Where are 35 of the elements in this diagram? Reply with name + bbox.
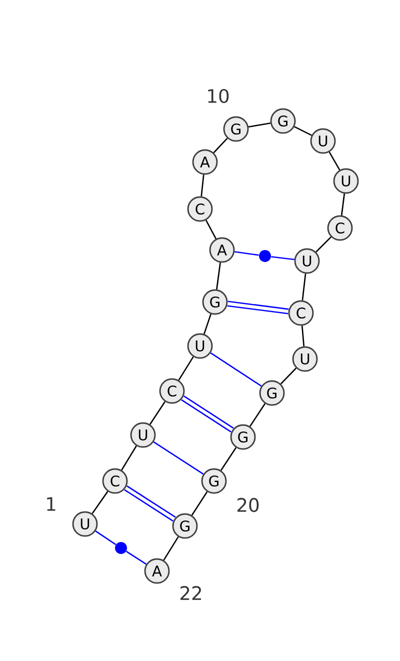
backbone-line	[301, 326, 305, 346]
pair-dot	[115, 542, 127, 554]
backbone-line	[178, 356, 194, 381]
base-pair-line	[234, 251, 259, 256]
backbone-line	[249, 403, 266, 427]
backbone-line	[191, 491, 208, 516]
base-pair-line	[210, 352, 262, 387]
backbone-line	[216, 262, 221, 290]
position-number: 20	[237, 498, 259, 512]
backbone-line	[213, 138, 228, 154]
base-pair-line	[228, 300, 289, 310]
backbone-line	[280, 368, 297, 384]
backbone-line	[92, 491, 108, 514]
backbone-line	[220, 447, 237, 471]
backbone-line	[328, 152, 340, 170]
backbone-line	[316, 236, 332, 252]
base-pair-line	[227, 305, 288, 314]
base-pair-line	[95, 530, 116, 546]
base-pair-line	[153, 441, 204, 475]
position-number: 22	[180, 586, 201, 600]
backbone-line	[200, 174, 204, 196]
backbone-line	[203, 314, 212, 334]
pair-dot	[259, 250, 271, 262]
base-pair-line	[271, 256, 294, 260]
backbone-line	[205, 220, 217, 240]
backbone-line	[163, 536, 179, 561]
backbone-line	[149, 401, 166, 425]
backbone-line	[302, 274, 306, 300]
position-number: 10	[208, 88, 229, 104]
position-number: 1	[47, 497, 56, 511]
backbone-line	[121, 446, 137, 470]
backbone-line	[248, 122, 271, 128]
backbone-line	[340, 194, 346, 216]
base-pair-line	[126, 550, 147, 565]
backbone-line	[294, 126, 312, 136]
